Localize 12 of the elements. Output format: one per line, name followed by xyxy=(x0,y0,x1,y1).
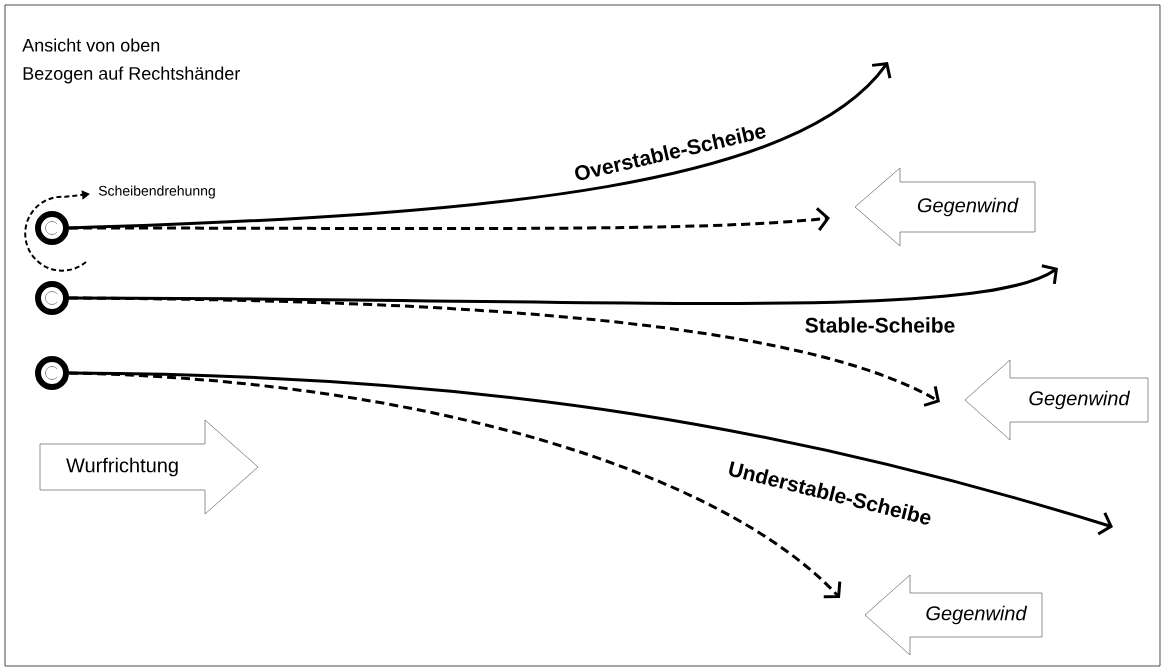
caption-text: Scheibendrehunng xyxy=(98,185,215,199)
disc-icon xyxy=(35,356,69,390)
disc-icon xyxy=(35,281,69,315)
flight-path-arrow xyxy=(69,264,1058,305)
disc-icon xyxy=(35,211,69,245)
flight-path-arrow xyxy=(69,371,1113,536)
flight-path-arrow xyxy=(69,296,940,407)
flight-path-arrow xyxy=(68,371,842,599)
caption-text: Bezogen auf Rechtshänder xyxy=(23,66,240,84)
caption-text: Ansicht von oben xyxy=(22,38,160,52)
flight-path-arrow xyxy=(69,207,830,232)
edge-label: Stable-Scheibe xyxy=(805,317,955,333)
